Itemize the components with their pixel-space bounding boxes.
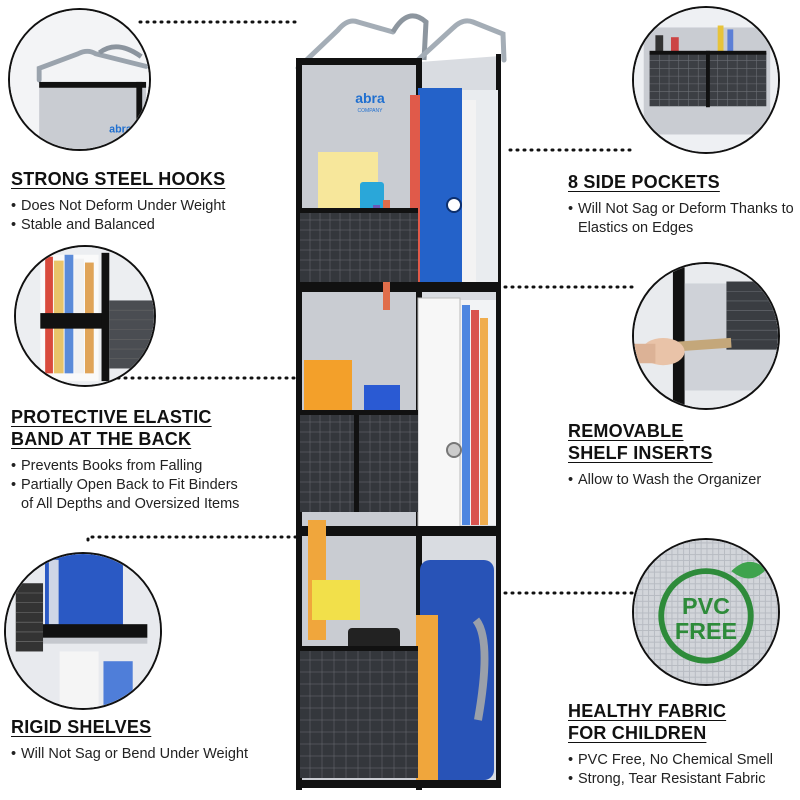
feature-shelf-inserts: REMOVABLE SHELF INSERTS Allow to Wash th… — [568, 420, 794, 490]
bullet-elastic-1: Prevents Books from Falling — [11, 457, 251, 476]
bullet-fabric-1: PVC Free, No Chemical Smell — [568, 751, 796, 770]
feature-healthy-fabric: HEALTHY FABRIC FOR CHILDREN PVC Free, No… — [568, 700, 796, 789]
bullet-hooks-2: Stable and Balanced — [11, 216, 281, 235]
hook-right — [415, 18, 507, 63]
feature-bullets-hooks: Does Not Deform Under Weight Stable and … — [11, 197, 281, 235]
feature-steel-hooks: STRONG STEEL HOOKS Does Not Deform Under… — [11, 168, 281, 235]
logo-small-1: abra — [109, 123, 133, 135]
feature-elastic-band: PROTECTIVE ELASTIC BAND AT THE BACK Prev… — [11, 406, 251, 514]
pvc-free-ring — [658, 568, 754, 664]
blue-lunch-bag — [420, 560, 494, 780]
shelf-insert-detail-image — [632, 262, 780, 410]
brand-logo: abra — [355, 90, 385, 106]
feature-title-fabric: HEALTHY FABRIC FOR CHILDREN — [568, 701, 727, 743]
blue-binder — [418, 88, 462, 288]
white-binder — [417, 297, 461, 531]
brand-sub: COMPANY — [358, 108, 384, 114]
feature-title-pockets: 8 SIDE POCKETS — [568, 172, 720, 192]
bullet-elastic-2: Partially Open Back to Fit Binders of Al… — [11, 476, 251, 514]
bullet-shelves-1: Will Not Sag or Bend Under Weight — [11, 745, 251, 764]
feature-title-inserts: REMOVABLE SHELF INSERTS — [568, 421, 713, 463]
bullet-inserts-1: Allow to Wash the Organizer — [568, 471, 794, 490]
free-label: FREE — [675, 618, 737, 644]
pocket-bottom — [300, 648, 418, 778]
feature-title-shelves: RIGID SHELVES — [11, 717, 152, 737]
feature-title-elastic: PROTECTIVE ELASTIC BAND AT THE BACK — [11, 407, 212, 449]
feature-title-hooks: STRONG STEEL HOOKS — [11, 169, 226, 189]
feature-side-pockets: 8 SIDE POCKETS Will Not Sag or Deform Th… — [568, 171, 794, 238]
pocket-top — [300, 210, 418, 282]
leaf-icon — [731, 561, 767, 579]
shelves-detail-image — [4, 552, 162, 710]
pvc-free-fabric-image: PVC FREE — [632, 538, 780, 686]
feature-bullets-fabric: PVC Free, No Chemical Smell Strong, Tear… — [568, 751, 796, 789]
feature-bullets-inserts: Allow to Wash the Organizer — [568, 471, 794, 490]
feature-bullets-elastic: Prevents Books from Falling Partially Op… — [11, 457, 251, 514]
feature-rigid-shelves: RIGID SHELVES Will Not Sag or Bend Under… — [11, 716, 251, 764]
hook-detail-image: abra — [8, 8, 151, 151]
bullet-pockets-1: Will Not Sag or Deform Thanks to Elastic… — [568, 200, 794, 238]
elastic-band-detail-image — [14, 245, 156, 387]
bullet-fabric-2: Strong, Tear Resistant Fabric — [568, 770, 796, 789]
hook-left — [295, 18, 396, 71]
side-pockets-detail-image — [632, 6, 780, 154]
hanging-organizer-image: abra COMPANY — [278, 0, 518, 800]
pvc-label: PVC — [682, 593, 730, 619]
feature-bullets-pockets: Will Not Sag or Deform Thanks to Elastic… — [568, 200, 794, 238]
bullet-hooks-1: Does Not Deform Under Weight — [11, 197, 281, 216]
feature-bullets-shelves: Will Not Sag or Bend Under Weight — [11, 745, 251, 764]
